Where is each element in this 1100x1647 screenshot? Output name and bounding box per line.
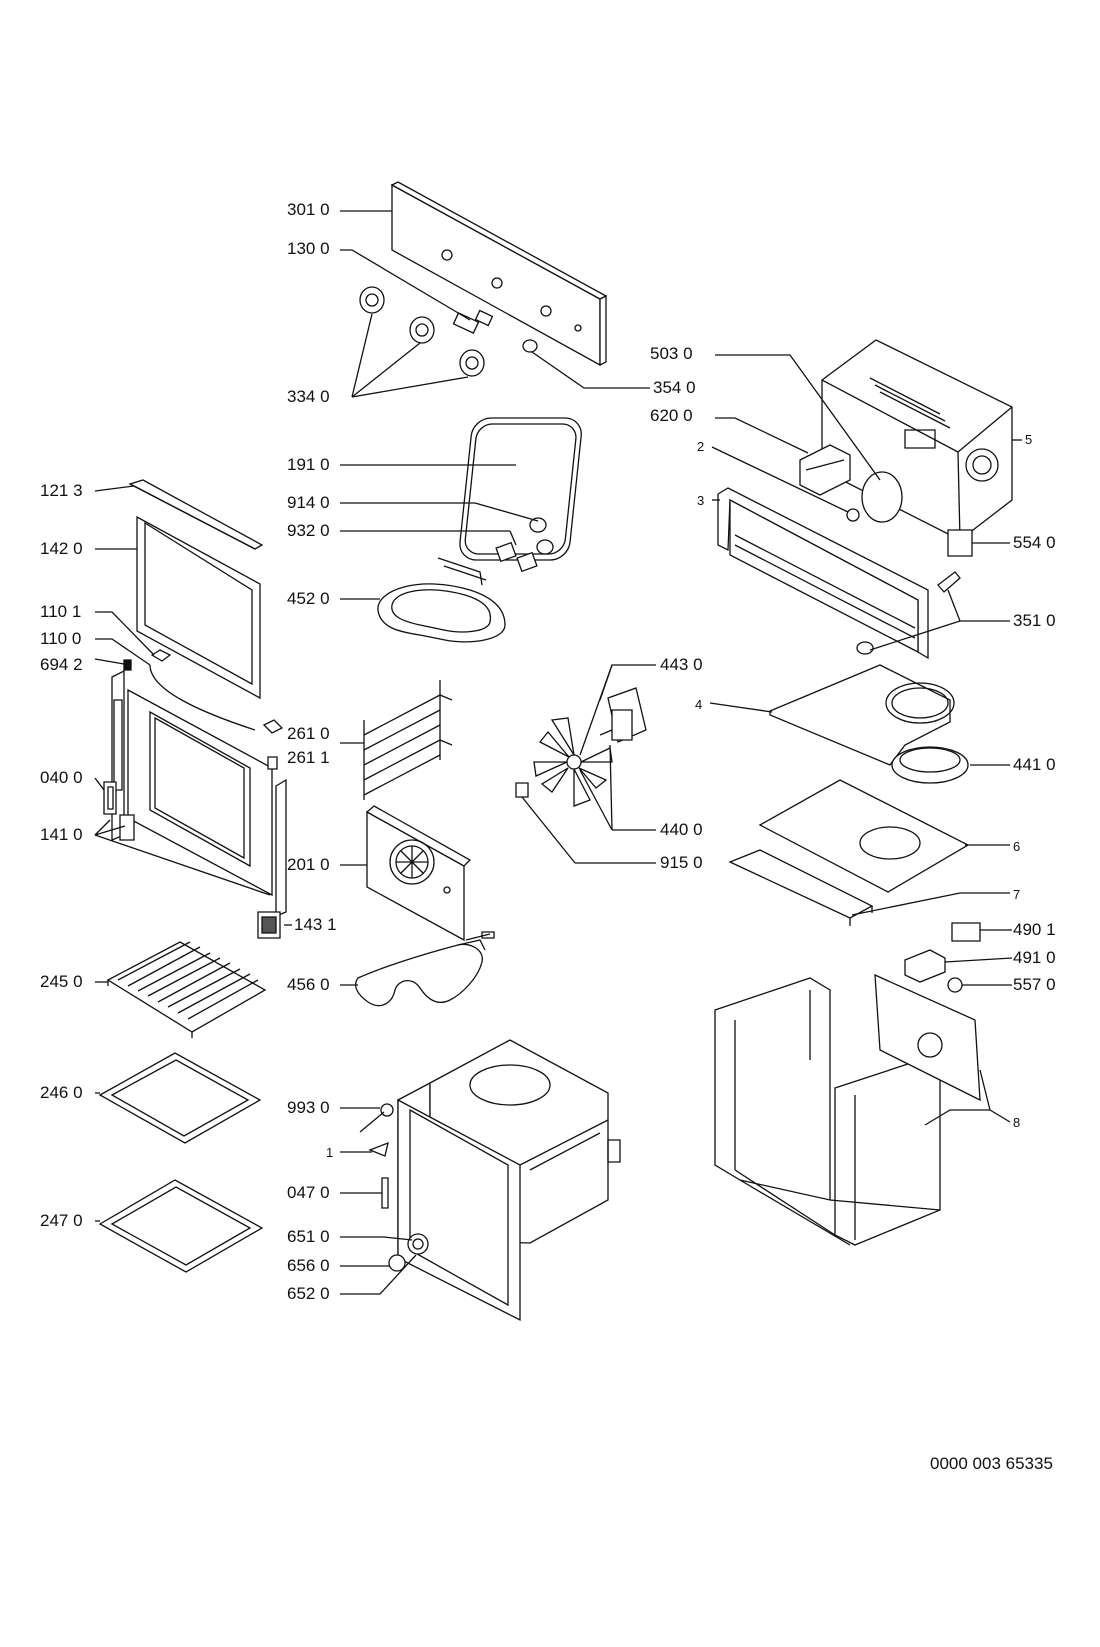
label-620-0: 620 0 [650, 406, 693, 425]
label-490-1: 490 1 [1013, 920, 1056, 939]
label-441-0: 441 0 [1013, 755, 1056, 774]
baking-tray-part [100, 1053, 260, 1143]
label-301-0: 301 0 [287, 200, 330, 219]
label-554-0: 554 0 [1013, 533, 1056, 552]
label-141-0: 141 0 [40, 825, 83, 844]
label-261-1: 261 1 [287, 748, 330, 767]
label-5: 5 [1025, 432, 1033, 447]
label-914-0: 914 0 [287, 493, 330, 512]
label-191-0: 191 0 [287, 455, 330, 474]
fan-motor-part [600, 688, 646, 742]
drip-pan-part [100, 1180, 262, 1272]
label-201-0: 201 0 [287, 855, 330, 874]
label-694-2: 694 2 [40, 655, 83, 674]
label-8: 8 [1013, 1115, 1021, 1130]
wire-shelf-part [108, 942, 265, 1038]
label-993-0: 993 0 [287, 1098, 330, 1117]
label-7: 7 [1013, 887, 1021, 902]
label-456-0: 456 0 [287, 975, 330, 994]
oven-door-part [104, 660, 286, 916]
label-491-0: 491 0 [1013, 948, 1056, 967]
label-452-0: 452 0 [287, 589, 330, 608]
label-652-0: 652 0 [287, 1284, 330, 1303]
label-443-0: 443 0 [660, 655, 703, 674]
label-4: 4 [695, 697, 703, 712]
grill-element-part [378, 558, 505, 642]
label-142-0: 142 0 [40, 539, 83, 558]
label-261-0: 261 0 [287, 724, 330, 743]
control-panel-part [392, 182, 606, 365]
label-656-0: 656 0 [287, 1256, 330, 1275]
fan-cover-part [367, 806, 470, 940]
label-1: 1 [326, 1145, 334, 1160]
label-440-0: 440 0 [660, 820, 703, 839]
label-651-0: 651 0 [287, 1227, 330, 1246]
springs-part [496, 518, 553, 571]
label-915-0: 915 0 [660, 853, 703, 872]
label-245-0: 245 0 [40, 972, 83, 991]
label-130-0: 130 0 [287, 239, 330, 258]
label-121-3: 121 3 [40, 481, 83, 500]
label-2: 2 [697, 439, 705, 454]
label-354-0: 354 0 [653, 378, 696, 397]
fan-blade-part [534, 718, 612, 806]
front-frame-part [718, 488, 928, 658]
label-110-1: 110 1 [40, 602, 82, 621]
label-143-1: 143 1 [294, 915, 337, 934]
label-110-0: 110 0 [40, 629, 82, 648]
label-246-0: 246 0 [40, 1083, 83, 1102]
label-247-0: 247 0 [40, 1211, 83, 1230]
top-cover-part [770, 665, 954, 765]
label-932-0: 932 0 [287, 521, 330, 540]
label-047-0: 047 0 [287, 1183, 330, 1202]
bottom-element-part [356, 932, 494, 1006]
label-503-0: 503 0 [650, 344, 693, 363]
shelf-supports-part [364, 680, 452, 800]
label-557-0: 557 0 [1013, 975, 1056, 994]
label-334-0: 334 0 [287, 387, 330, 406]
outer-casing-part [715, 975, 980, 1245]
drawing-code: 0000 003 65335 [930, 1454, 1053, 1473]
label-3: 3 [697, 493, 705, 508]
label-6: 6 [1013, 839, 1021, 854]
control-knobs-part [360, 287, 484, 376]
oven-cavity-part [398, 1040, 620, 1320]
label-351-0: 351 0 [1013, 611, 1056, 630]
label-040-0: 040 0 [40, 768, 83, 787]
